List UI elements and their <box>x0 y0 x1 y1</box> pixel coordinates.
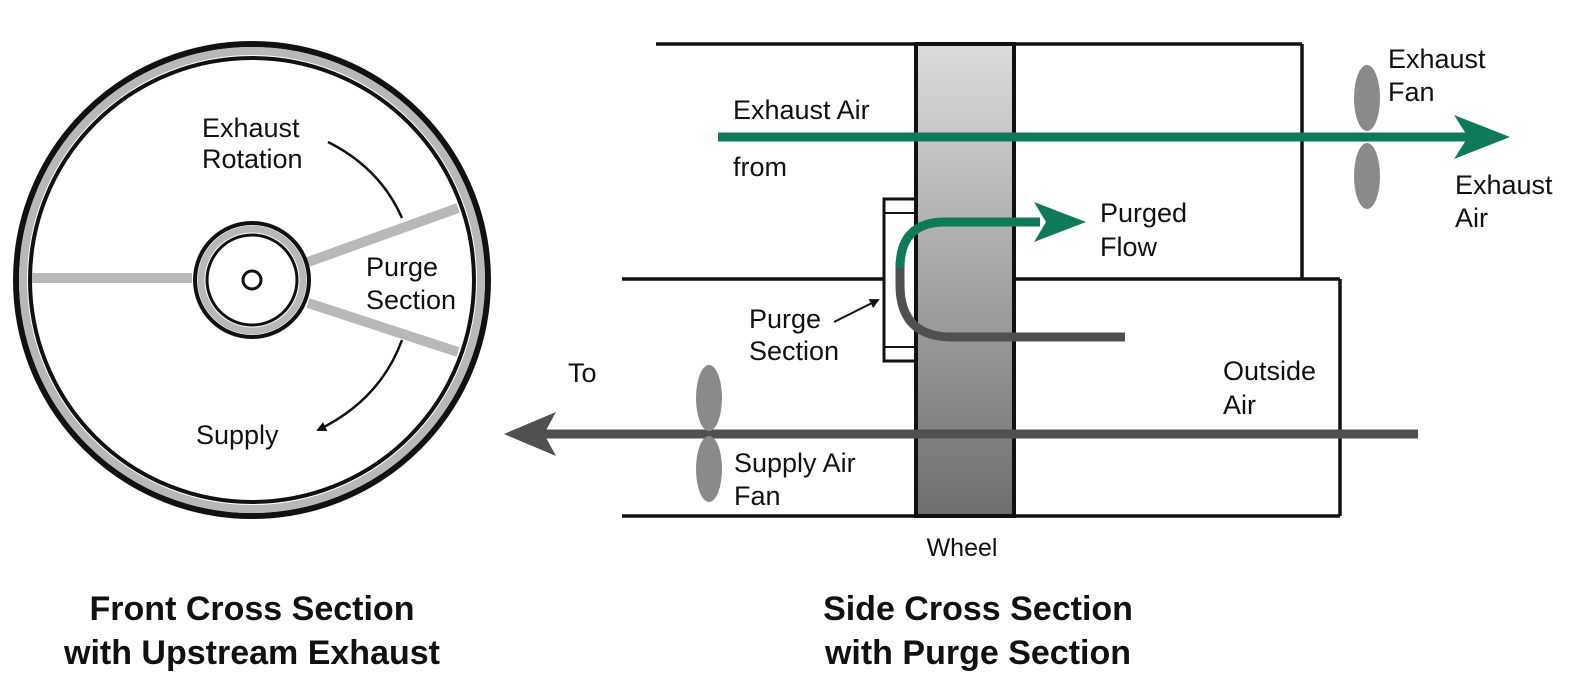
spoke-upper-right <box>306 203 460 267</box>
label-to: To <box>568 358 597 388</box>
front-cross-section: Exhaust Rotation Purge Section Supply Fr… <box>13 41 491 672</box>
label-supply-fan-2: Fan <box>734 481 781 511</box>
label-supply: Supply <box>196 420 279 450</box>
exhaust-fan-icon <box>1354 65 1380 209</box>
purge-section-pointer <box>833 299 880 323</box>
label-exhaust-rotation-2: Rotation <box>202 144 303 174</box>
supply-air-arrowhead <box>504 412 556 456</box>
label-purge-section-side-1: Purge <box>749 304 821 334</box>
caption-front-line1: Front Cross Section <box>90 590 415 628</box>
supply-fan-icon <box>696 365 722 502</box>
caption-side-line2: with Purge Section <box>824 634 1131 672</box>
purged-flow-arrow-line <box>895 217 1040 269</box>
axle <box>241 269 263 291</box>
wheel-outer-rim <box>13 41 491 519</box>
wheel <box>914 42 1016 518</box>
label-exhaust-fan-1: Exhaust <box>1388 44 1486 74</box>
wheel-inner-rim <box>28 56 476 504</box>
label-exhaust-rotation-1: Exhaust <box>202 113 300 143</box>
label-purged-flow-1: Purged <box>1100 198 1187 228</box>
label-purge-section-1: Purge <box>366 252 438 282</box>
label-exhaust-fan-2: Fan <box>1388 77 1435 107</box>
caption-side-line1: Side Cross Section <box>823 590 1133 628</box>
label-exhaust-air-out-2: Air <box>1455 203 1488 233</box>
label-supply-fan-1: Supply Air <box>734 448 856 478</box>
spoke-lower-right <box>306 298 460 357</box>
rotation-arrow-lower <box>316 339 404 432</box>
caption-front-line2: with Upstream Exhaust <box>63 634 440 672</box>
label-exhaust-air-out-1: Exhaust <box>1455 170 1553 200</box>
purged-flow-arrowhead <box>1034 202 1086 242</box>
side-cross-section: Exhaust Air from Exhaust Fan Exhaust Air… <box>504 42 1553 672</box>
label-outside-air-1: Outside <box>1223 356 1316 386</box>
exhaust-air-arrowhead <box>1454 115 1510 159</box>
rotation-arrow-upper <box>327 140 404 219</box>
label-wheel: Wheel <box>927 534 998 562</box>
label-purge-section-2: Section <box>366 285 456 315</box>
hub-band <box>197 225 307 335</box>
label-outside-air-2: Air <box>1223 390 1256 420</box>
label-from: from <box>733 152 787 182</box>
wheel-band <box>19 47 485 513</box>
purge-flow-return <box>895 262 1125 342</box>
label-purge-section-side-2: Section <box>749 336 839 366</box>
label-exhaust-air-in: Exhaust Air <box>733 95 870 125</box>
label-purged-flow-2: Flow <box>1100 232 1158 262</box>
